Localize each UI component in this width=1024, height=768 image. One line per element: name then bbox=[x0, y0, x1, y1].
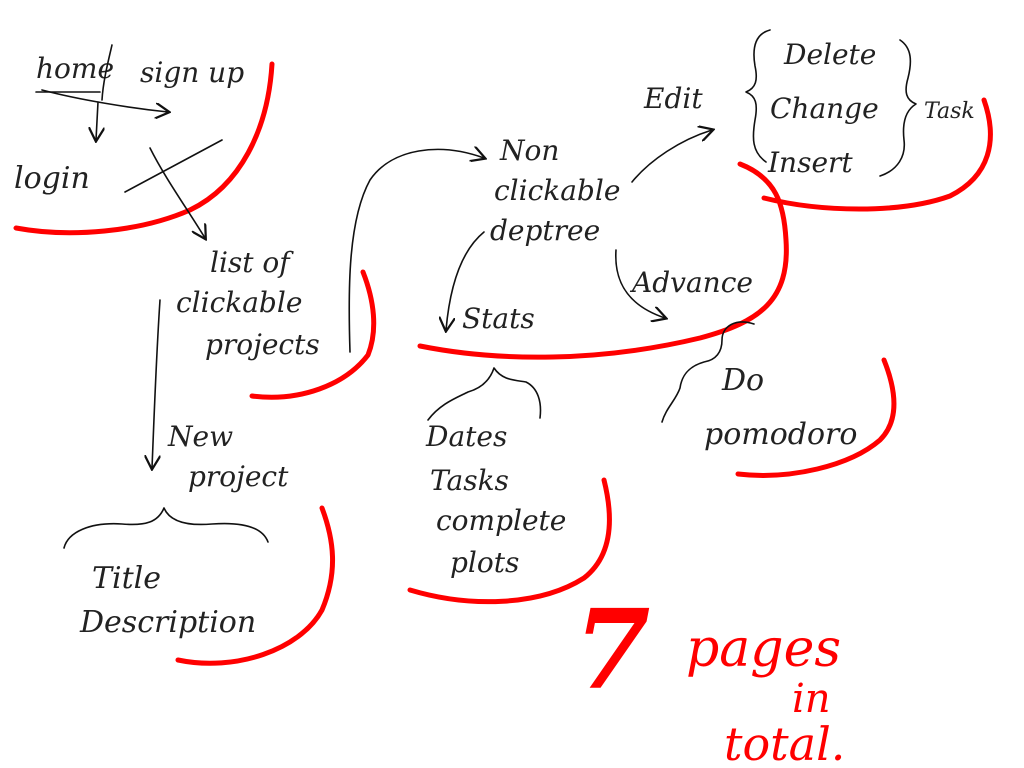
node-insert: Insert bbox=[767, 146, 853, 179]
divider-home-signup bbox=[101, 44, 113, 101]
page-group-new-project: New project Title Description bbox=[63, 420, 336, 666]
node-pomodoro-line2: pomodoro bbox=[704, 417, 857, 452]
brace-newproject bbox=[63, 507, 269, 549]
node-login: login bbox=[14, 161, 90, 196]
arrow-projects-tree bbox=[348, 149, 484, 353]
node-change: Change bbox=[770, 92, 879, 125]
summary-count: 7 bbox=[574, 585, 651, 714]
node-projects-line3: projects bbox=[205, 328, 320, 361]
page-marker-projects bbox=[249, 269, 377, 400]
arrow-tree-edit bbox=[631, 130, 712, 183]
summary-note: 7 pages in total. bbox=[574, 585, 845, 768]
page-group-auth: home sign up login bbox=[13, 44, 275, 238]
node-stats: Stats bbox=[462, 302, 535, 335]
arrow-projects-newproject bbox=[152, 299, 161, 468]
page-group-stats: Dates Tasks complete plots bbox=[407, 367, 612, 605]
node-field-description: Description bbox=[79, 605, 256, 640]
page-marker-new-project bbox=[175, 505, 336, 666]
summary-word-in: in bbox=[792, 676, 831, 722]
node-field-title: Title bbox=[92, 561, 161, 596]
page-marker-stats bbox=[407, 477, 612, 605]
summary-word-pages: pages bbox=[686, 619, 841, 679]
brace-edit-right bbox=[879, 39, 917, 177]
arrow-tree-stats bbox=[446, 231, 485, 330]
arrow-home-signup bbox=[41, 89, 168, 112]
node-tree-line2: clickable bbox=[494, 174, 620, 207]
node-newproject-line1: New bbox=[167, 420, 233, 453]
arrow-tree-advance bbox=[615, 249, 665, 318]
page-marker-edit bbox=[761, 97, 993, 212]
page-group-pomodoro: Do pomodoro bbox=[661, 321, 897, 478]
node-projects-line1: list of bbox=[210, 246, 294, 279]
summary-word-total: total. bbox=[724, 717, 845, 768]
node-home: home bbox=[36, 52, 114, 85]
node-pomodoro-line1: Do bbox=[721, 363, 764, 398]
node-stats-tasks: Tasks bbox=[430, 464, 509, 497]
brace-stats bbox=[427, 367, 542, 421]
node-delete: Delete bbox=[783, 38, 876, 71]
node-newproject-line2: project bbox=[188, 460, 289, 493]
node-signup: sign up bbox=[140, 56, 244, 89]
page-group-tree: Non clickable deptree Edit Advance Stats bbox=[417, 82, 789, 360]
brace-pomodoro bbox=[661, 321, 755, 423]
node-stats-complete: complete bbox=[436, 504, 566, 537]
node-stats-dates: Dates bbox=[425, 420, 507, 453]
brace-edit-left bbox=[745, 29, 771, 163]
page-group-projects: list of clickable projects bbox=[152, 149, 484, 468]
node-advance: Advance bbox=[629, 266, 753, 299]
arrow-home-login bbox=[96, 101, 98, 140]
node-projects-line2: clickable bbox=[176, 286, 302, 319]
node-tree-line1: Non bbox=[499, 134, 559, 167]
page-marker-pomodoro bbox=[735, 357, 897, 478]
node-tree-line3: deptree bbox=[490, 214, 600, 247]
node-edit: Edit bbox=[643, 82, 703, 115]
page-group-edit: Delete Change Insert Task bbox=[745, 29, 993, 212]
node-stats-plots: plots bbox=[450, 546, 519, 579]
cross-stroke bbox=[124, 139, 223, 193]
arrow-auth-projects bbox=[149, 147, 205, 238]
node-task: Task bbox=[924, 99, 975, 124]
page-marker-auth bbox=[13, 61, 275, 236]
